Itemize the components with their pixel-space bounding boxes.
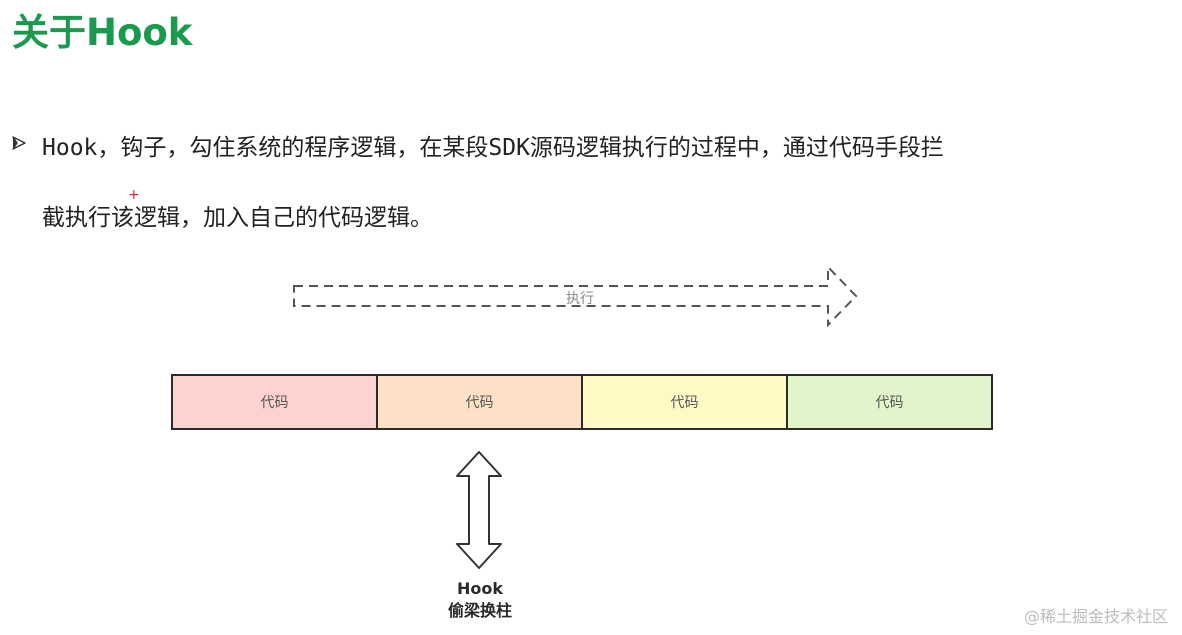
watermark: @稀土掘金技术社区	[1023, 607, 1168, 626]
double-headed-arrow-icon	[456, 451, 502, 569]
execution-arrow-label: 执行	[566, 291, 594, 307]
slide-title: 关于Hook	[12, 11, 193, 54]
hook-label: Hook 偷梁换柱	[420, 578, 540, 622]
hook-label-subtitle: 偷梁换柱	[447, 601, 512, 620]
text-cursor-mark: +	[128, 187, 140, 203]
code-segment-3: 代码	[583, 376, 788, 428]
code-segment-4: 代码	[788, 376, 991, 428]
hook-label-title: Hook	[456, 579, 503, 598]
bullet-text-line-1: Hook，钩子，勾住系统的程序逻辑，在某段SDK源码逻辑执行的过程中，通过代码手…	[42, 135, 944, 161]
code-segment-2: 代码	[378, 376, 583, 428]
code-segments-bar: 代码 代码 代码 代码	[171, 374, 993, 430]
bullet-text-line-2: 截执行该逻辑，加入自己的代码逻辑。	[42, 205, 433, 231]
code-segment-1: 代码	[173, 376, 378, 428]
bullet-arrow-icon	[12, 136, 26, 150]
